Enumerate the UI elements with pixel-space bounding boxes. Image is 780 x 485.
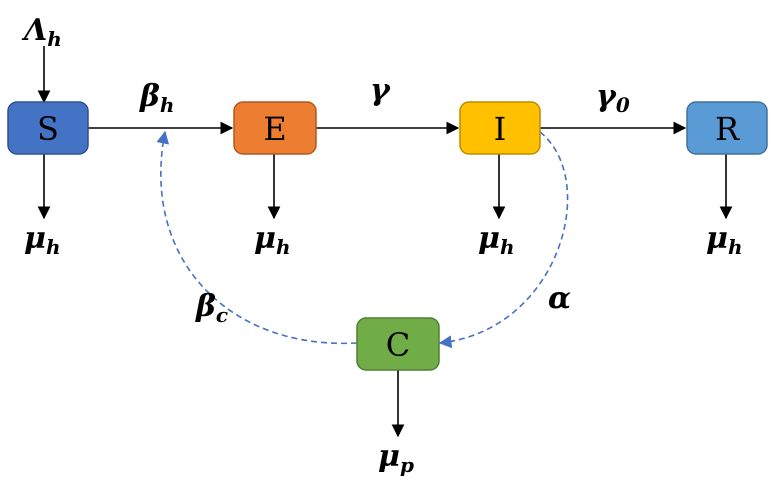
node-i: I (459, 101, 541, 155)
node-e-label: E (263, 110, 286, 148)
node-c: C (356, 317, 440, 371)
node-r-box (686, 101, 768, 155)
node-e-box (233, 101, 317, 155)
dashed-arrows (156, 130, 569, 349)
label-gamma-0: γ0 (596, 79, 630, 117)
node-i-box (459, 101, 541, 155)
label-beta-c: βc (195, 289, 228, 327)
node-c-box (356, 317, 440, 371)
label-beta-h: βh (139, 79, 174, 117)
label-mu-h-i: μh (478, 221, 515, 259)
node-e: E (233, 101, 317, 155)
label-mu-p: μp (378, 439, 414, 477)
label-mu-h-e: μh (254, 221, 291, 259)
label-alpha: α (548, 281, 571, 316)
node-r-label: R (715, 110, 740, 148)
label-gamma: γ (370, 73, 391, 108)
node-s: S (7, 101, 89, 155)
flow-arrows (37, 46, 733, 438)
node-s-label: S (37, 110, 59, 148)
arrow-i-to-c (438, 131, 569, 349)
arrow-c-to-beta (156, 130, 358, 345)
node-c-label: C (386, 326, 410, 364)
label-mu-h-s: μh (24, 221, 61, 259)
node-i-label: I (494, 110, 507, 148)
node-r: R (686, 101, 768, 155)
node-s-box (7, 101, 89, 155)
label-mu-h-r: μh (706, 221, 743, 259)
label-lambda-h: Λh (21, 13, 62, 51)
